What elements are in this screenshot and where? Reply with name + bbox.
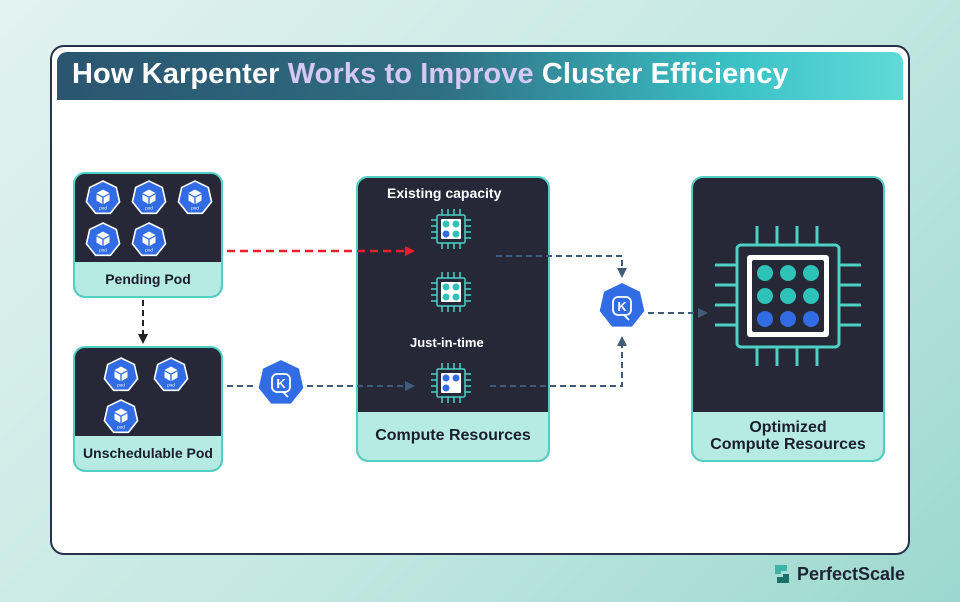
pod-icon bbox=[103, 357, 139, 392]
chip-icon bbox=[430, 271, 472, 313]
optimized-compute-label: Optimized Compute Resources bbox=[693, 412, 883, 460]
unschedulable-pods bbox=[103, 357, 189, 434]
pod-icon bbox=[131, 180, 167, 215]
chip-icon bbox=[430, 208, 472, 250]
unschedulable-pod-box: Unschedulable Pod bbox=[73, 346, 223, 472]
pending-pod-label: Pending Pod bbox=[75, 262, 221, 296]
perfectscale-logo: PerfectScale bbox=[772, 563, 905, 585]
just-in-time-label: Just-in-time bbox=[410, 335, 484, 350]
title-bar bbox=[57, 52, 903, 100]
karpenter-icon-right bbox=[597, 281, 647, 329]
karpenter-icon-left bbox=[256, 358, 306, 406]
existing-to-karpenter-arrow bbox=[496, 255, 627, 278]
existing-capacity-label: Existing capacity bbox=[387, 185, 502, 201]
perfectscale-logo-icon bbox=[775, 565, 789, 583]
unschedulable-pod-label: Unschedulable Pod bbox=[75, 436, 221, 470]
compute-resources-label: Compute Resources bbox=[358, 412, 548, 460]
optimized-label-line2: Compute Resources bbox=[710, 436, 866, 453]
pod-icon bbox=[131, 222, 167, 257]
compute-resources-box: Compute Resources bbox=[356, 176, 550, 462]
existing-chip-1 bbox=[430, 208, 472, 250]
pod-icon bbox=[103, 399, 139, 434]
existing-chip-2 bbox=[430, 271, 472, 313]
pod-icon bbox=[177, 180, 213, 215]
optimized-label-line1: Optimized bbox=[749, 419, 827, 436]
pending-pods bbox=[85, 180, 213, 257]
pod-icon bbox=[85, 222, 121, 257]
pod-icon bbox=[85, 180, 121, 215]
optimized-chip bbox=[715, 226, 861, 366]
brand-name: PerfectScale bbox=[797, 563, 906, 584]
chip-icon bbox=[430, 362, 472, 404]
jit-chip bbox=[430, 362, 472, 404]
page-title: How Karpenter Works to Improve Cluster E… bbox=[72, 58, 789, 90]
jit-to-karpenter-arrow bbox=[490, 336, 627, 387]
pod-icon bbox=[153, 357, 189, 392]
